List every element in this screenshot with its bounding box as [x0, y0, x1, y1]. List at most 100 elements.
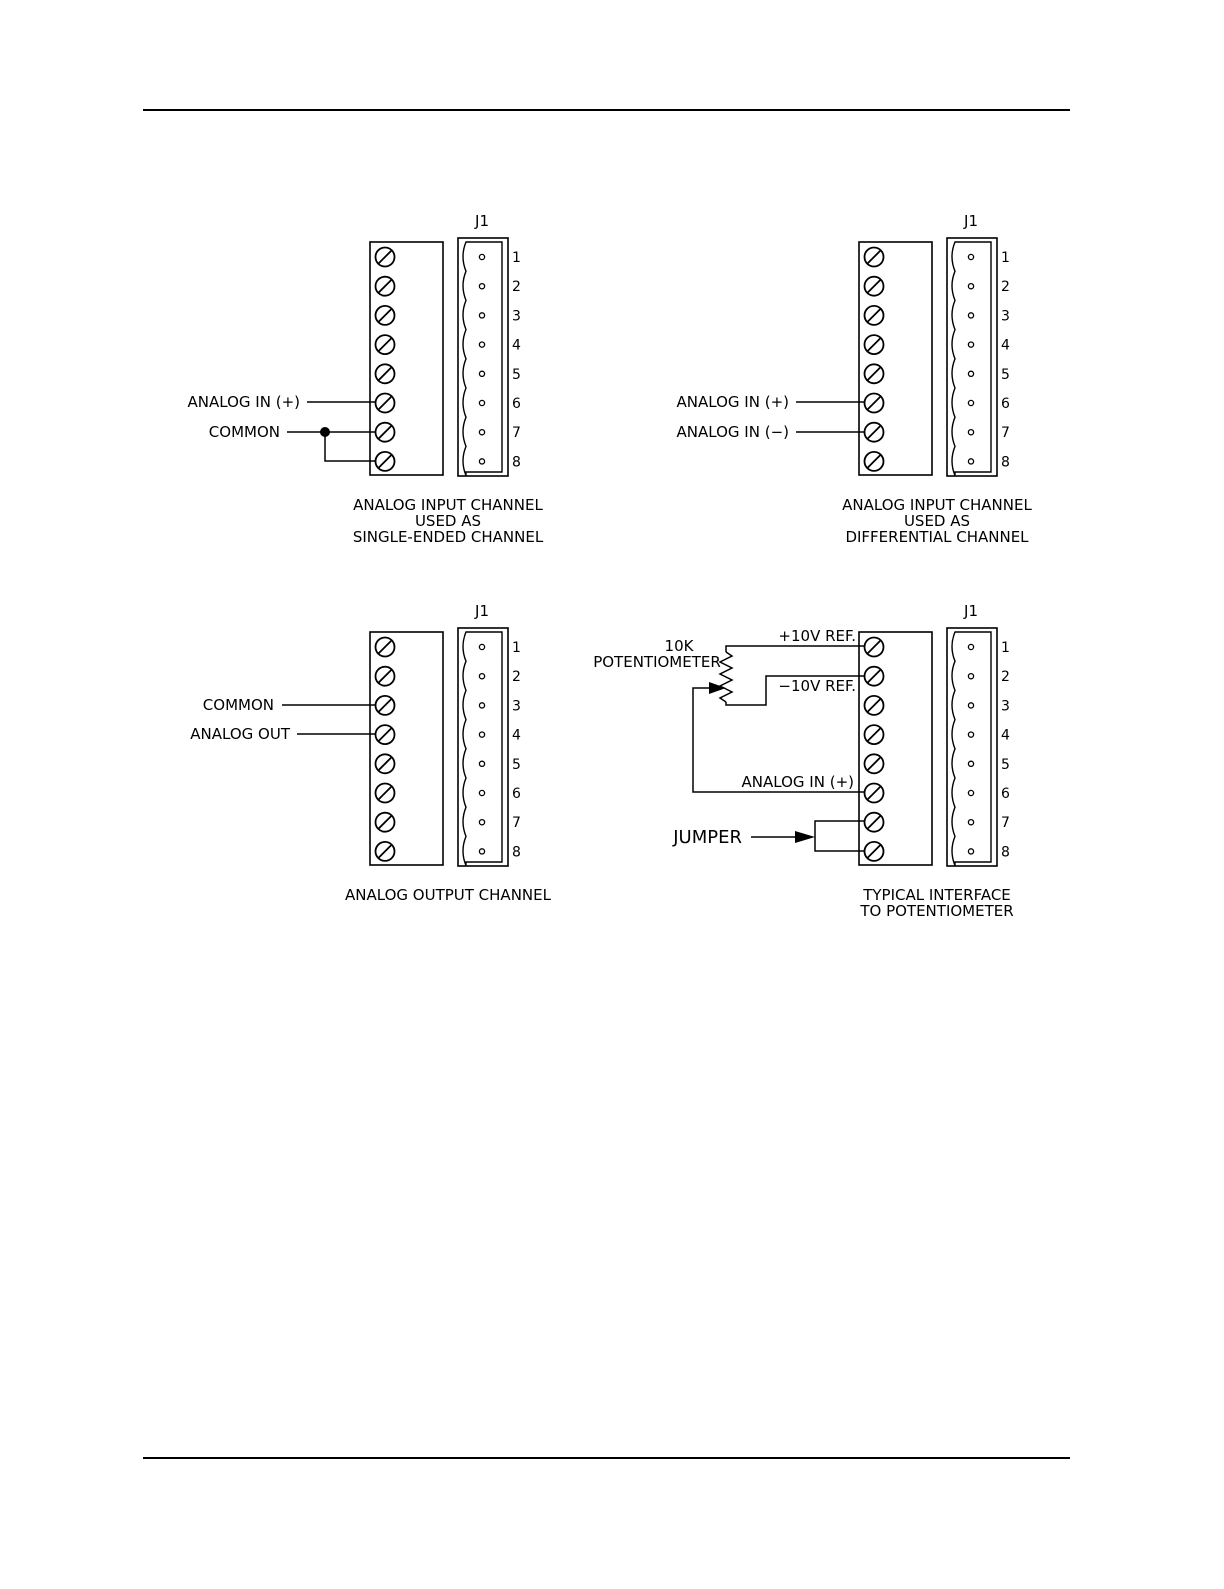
connector-pin-hole [967, 789, 975, 797]
connector-pin-hole [967, 428, 975, 436]
pin-number: 4 [512, 338, 521, 354]
terminal-block [858, 241, 933, 476]
pin-number: 5 [512, 367, 521, 383]
pin-number: 6 [512, 786, 521, 802]
caption-line-1: ANALOG INPUT CHANNEL [353, 496, 543, 514]
screw-slot [866, 844, 882, 859]
screw-slot [866, 698, 882, 713]
connector-pin-hole [478, 282, 486, 290]
screw-slot [866, 366, 882, 381]
connector-label: J1 [474, 212, 489, 230]
wire-common-jumper [324, 432, 375, 462]
screw-slot [866, 395, 882, 411]
wire-label-analog-in-plus: ANALOG IN (+) [188, 393, 300, 411]
connector-pin-hole [478, 760, 486, 768]
potentiometer-resistor [718, 651, 734, 703]
connector-outer [457, 237, 509, 477]
screw-slot [377, 454, 393, 469]
connector-pin-hole [478, 370, 486, 378]
caption-line-1: ANALOG OUTPUT CHANNEL [345, 886, 552, 904]
connector-pin-hole [478, 731, 486, 738]
connector-pin-hole [967, 312, 975, 319]
connector-inner [462, 631, 503, 866]
terminal-block [858, 631, 933, 866]
pin-number: 7 [1001, 425, 1010, 441]
screw-slot [866, 727, 882, 742]
connector-pin-hole [967, 253, 975, 261]
pin-number: 1 [512, 250, 521, 266]
screw-slot [377, 815, 393, 830]
pin-number: 4 [1001, 728, 1010, 744]
wiper-arrow [709, 682, 726, 694]
pin-number: 6 [1001, 786, 1010, 802]
connector-pin-hole [478, 818, 486, 826]
jumper-arrow [795, 831, 815, 843]
screw-slot [377, 308, 393, 323]
screw-slot [377, 698, 393, 713]
connector-pin-hole [478, 428, 486, 436]
screw-slot [377, 844, 393, 859]
caption-line-2: USED AS [415, 512, 481, 530]
caption-line-2: USED AS [904, 512, 970, 530]
connector-label: J1 [474, 602, 489, 620]
screw-slot [866, 815, 882, 830]
screw-slot [866, 639, 882, 655]
screw-slot [866, 337, 882, 352]
connector-pin-hole [967, 760, 975, 768]
screw-slot [377, 249, 393, 265]
connector-inner [951, 631, 992, 866]
connector-pin-hole [967, 818, 975, 826]
caption: TYPICAL INTERFACE TO POTENTIOMETER [859, 886, 1013, 920]
j1-connector [946, 237, 998, 477]
caption-line-1: ANALOG INPUT CHANNEL [842, 496, 1032, 514]
pot-label-value: 10K [665, 637, 695, 655]
pin-number: 7 [512, 425, 521, 441]
connector-pin-hole [478, 458, 486, 465]
connector-pin-hole [967, 282, 975, 290]
connector-pin-hole [478, 341, 486, 348]
connector-pin-hole [967, 702, 975, 709]
connector-pin-hole [967, 643, 975, 651]
screw-slot [377, 337, 393, 352]
terminal-block-outline [369, 631, 444, 866]
pin-number: 1 [1001, 250, 1010, 266]
screw-slot [866, 785, 882, 801]
label-minus-10v-ref: −10V REF. [778, 677, 856, 695]
connector-pin-hole [967, 672, 975, 680]
connector-inner [462, 241, 503, 476]
pin-number: 8 [512, 844, 521, 860]
screw-slot [377, 756, 393, 771]
pin-number: 2 [512, 279, 521, 295]
pin-number: 2 [1001, 279, 1010, 295]
pin-number: 7 [1001, 815, 1010, 831]
pot-label-name: POTENTIOMETER [593, 653, 721, 671]
wire-label-common: COMMON [209, 423, 280, 441]
screw-slot [866, 308, 882, 323]
wire-plus-10v-ref [725, 645, 864, 652]
terminal-block [369, 241, 444, 476]
connector-pin-hole [478, 643, 486, 651]
connector-pin-hole [967, 341, 975, 348]
connector-pin-hole [478, 672, 486, 680]
jumper-wire [814, 820, 864, 852]
connector-pin-hole [478, 253, 486, 261]
terminal-block-outline [858, 241, 933, 476]
connector-pin-hole [967, 731, 975, 738]
connector-inner [951, 241, 992, 476]
screw-slot [377, 425, 393, 440]
screw-slot [866, 279, 882, 294]
caption: ANALOG OUTPUT CHANNEL [345, 886, 552, 904]
pin-number: 3 [512, 308, 521, 324]
connector-pin-hole [478, 702, 486, 709]
pin-number: 6 [512, 396, 521, 412]
terminal-block [369, 631, 444, 866]
pin-number: 8 [512, 454, 521, 470]
screw-slot [377, 639, 393, 655]
pin-number: 2 [1001, 669, 1010, 685]
